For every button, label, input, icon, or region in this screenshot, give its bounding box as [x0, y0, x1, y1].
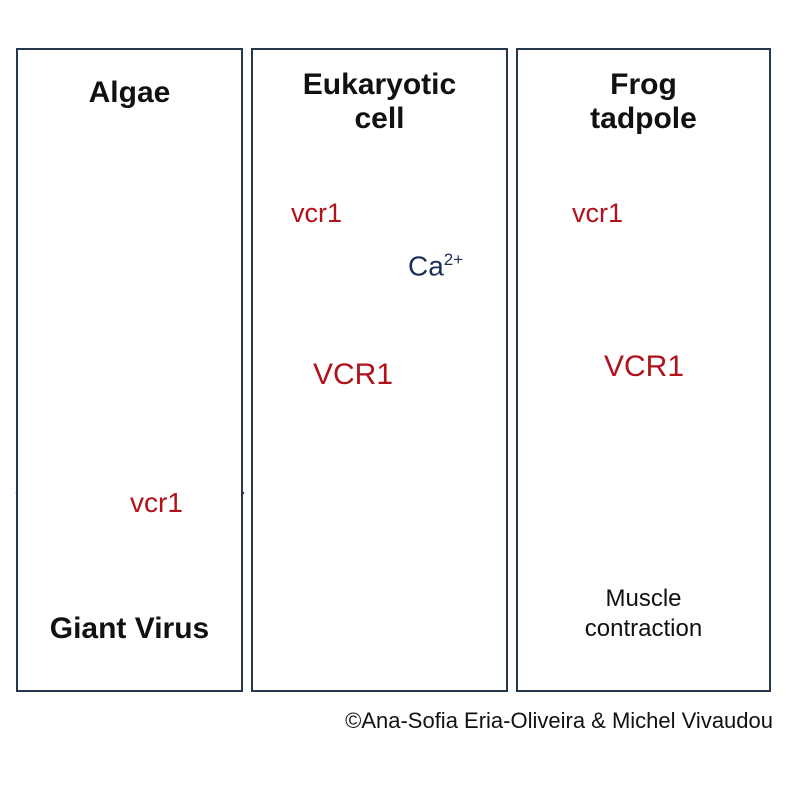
panel-title-cell: Eukaryotic cell: [302, 68, 457, 135]
muscle-contraction-label: Muscle contraction: [584, 585, 703, 642]
panel-title-algae: Algae: [88, 76, 171, 109]
calcium-label: Ca2+: [408, 250, 464, 282]
gene-label-cell: vcr1: [291, 198, 343, 228]
image-credit: ©Ana-Sofia Eria-Oliveira & Michel Vivaud…: [345, 708, 773, 733]
gene-label-virus: vcr1: [130, 487, 183, 518]
panel-title-tadpole: Frog tadpole: [590, 68, 697, 135]
protein-label-tadpole: VCR1: [604, 350, 685, 383]
panel-algae: Algae vcr1 Giant Virus: [16, 48, 243, 692]
panel-eukaryotic-cell: Eukaryotic cell vcr1 Ca2+ VCR1: [251, 48, 508, 692]
protein-label-cell: VCR1: [313, 358, 394, 391]
panel-frog-tadpole: Frog tadpole vcr1 VCR1 Muscle contractio…: [516, 48, 771, 692]
giant-virus-label: Giant Virus: [49, 612, 210, 645]
gene-label-tadpole: vcr1: [572, 198, 624, 228]
